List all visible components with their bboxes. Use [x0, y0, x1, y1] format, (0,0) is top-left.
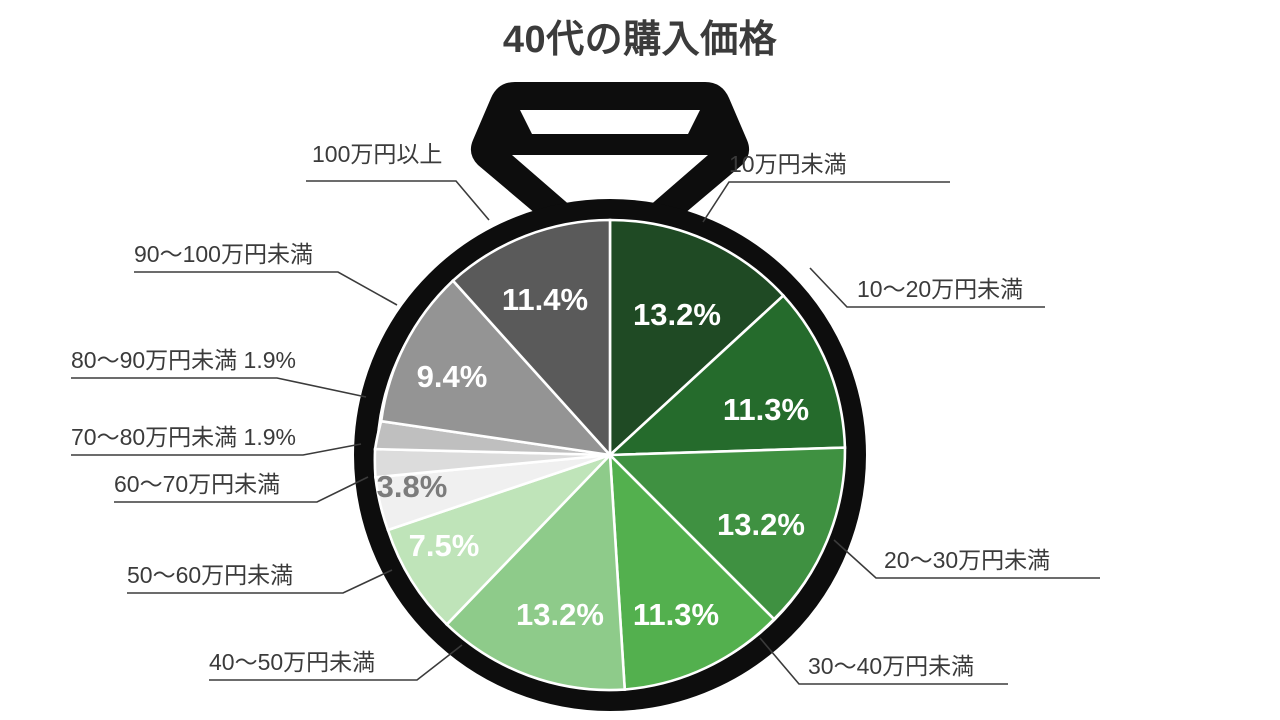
- leader-line-over-1000k: [306, 180, 490, 221]
- label-400k-500k: 40〜50万円未満: [209, 649, 375, 675]
- pie-slice-400k-500k[interactable]: [444, 451, 627, 692]
- label-100k-200k: 10〜20万円未満: [857, 276, 1023, 302]
- slice-percent-labels: 13.2% 11.3% 13.2% 11.3% 13.2% 7.5% 3.8% …: [377, 282, 809, 632]
- leader-line-800k-900k: [71, 377, 367, 398]
- pct-400k-500k: 13.2%: [516, 597, 604, 632]
- pct-100k-200k: 11.3%: [723, 392, 809, 427]
- label-500k-600k: 50〜60万円未満: [127, 562, 293, 588]
- pct-200k-300k: 13.2%: [717, 507, 805, 542]
- leader-line-900k-1000k: [134, 271, 398, 306]
- label-200k-300k: 20〜30万円未満: [884, 547, 1050, 573]
- pie-slice-300k-400k[interactable]: [608, 451, 776, 691]
- label-under-100k: 10万円未満: [729, 151, 847, 177]
- pie-slice-100k-200k[interactable]: [606, 293, 847, 457]
- diamond-gem-icon: [470, 82, 750, 273]
- pct-over-1000k: 11.4%: [502, 282, 588, 317]
- pie-slices: [373, 218, 847, 692]
- leader-line-300k-400k: [759, 637, 1008, 685]
- leader-line-400k-500k: [209, 644, 463, 681]
- pie-slice-over-1000k[interactable]: [451, 218, 612, 459]
- leader-line-under-100k: [702, 181, 950, 223]
- pct-900k-1000k: 9.4%: [417, 359, 488, 394]
- pct-300k-400k: 11.3%: [633, 597, 719, 632]
- pie-slice-500k-600k[interactable]: [386, 453, 611, 627]
- label-300k-400k: 30〜40万円未満: [808, 653, 974, 679]
- pct-under-100k: 13.2%: [633, 297, 721, 332]
- leader-line-100k-200k: [809, 267, 1045, 308]
- pie-outer-ring: [354, 199, 866, 711]
- pie-slice-900k-1000k[interactable]: [379, 278, 614, 457]
- pie-slice-under-100k[interactable]: [608, 218, 786, 458]
- leader-line-600k-700k: [114, 476, 369, 503]
- pie-slice-200k-300k[interactable]: [606, 446, 847, 621]
- leader-line-500k-600k: [127, 569, 393, 594]
- leader-labels: 10万円未満 10〜20万円未満 20〜30万円未満 30〜40万円未満 40〜…: [71, 141, 1050, 679]
- leader-line-700k-800k: [71, 443, 362, 456]
- label-600k-700k: 60〜70万円未満: [114, 471, 280, 497]
- pct-600k-700k: 3.8%: [377, 469, 448, 504]
- label-over-1000k: 100万円以上: [312, 141, 442, 167]
- pct-500k-600k: 7.5%: [409, 528, 480, 563]
- leader-lines: [71, 180, 1100, 685]
- label-700k-800k: 70〜80万円未満 1.9%: [71, 424, 296, 450]
- page-title: 40代の購入価格: [502, 19, 778, 61]
- leader-line-200k-300k: [833, 539, 1100, 579]
- label-900k-1000k: 90〜100万円未満: [134, 241, 313, 267]
- label-800k-900k: 80〜90万円未満 1.9%: [71, 347, 296, 373]
